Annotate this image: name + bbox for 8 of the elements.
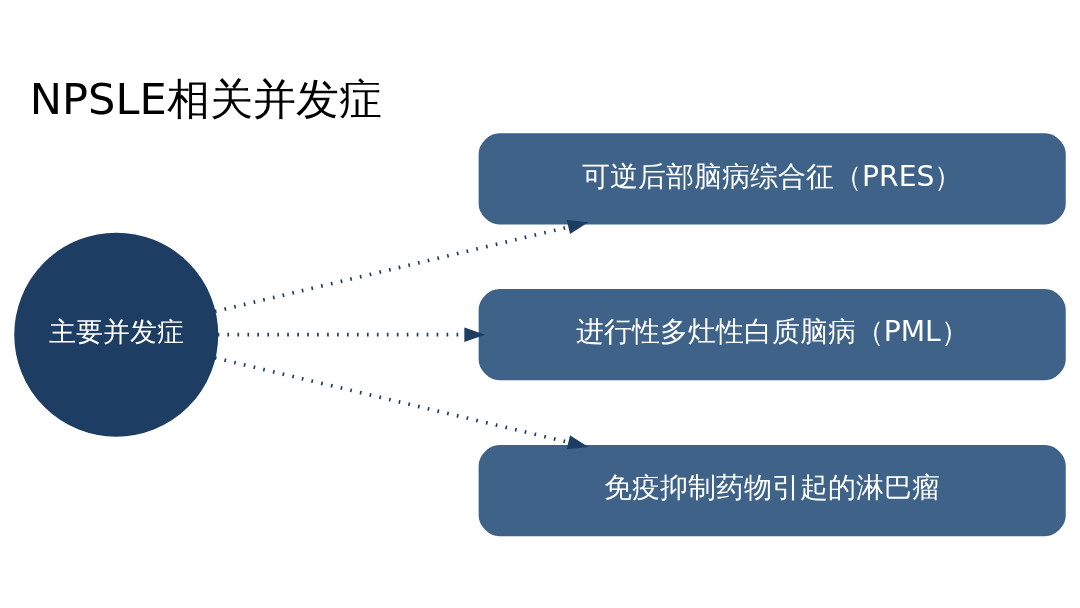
node-box: 进行性多灶性白质脑病（PML） — [478, 289, 1066, 381]
node-circle: 主要并发症 — [14, 232, 219, 437]
node-box: 可逆后部脑病综合征（PRES） — [478, 133, 1066, 225]
arrow — [214, 220, 589, 314]
diagram-title: NPSLE相关并发症 — [29, 73, 382, 124]
arrow — [217, 327, 485, 342]
node-box: 免疫抑制药物引起的淋巴瘤 — [478, 444, 1066, 537]
arrow — [214, 356, 589, 450]
